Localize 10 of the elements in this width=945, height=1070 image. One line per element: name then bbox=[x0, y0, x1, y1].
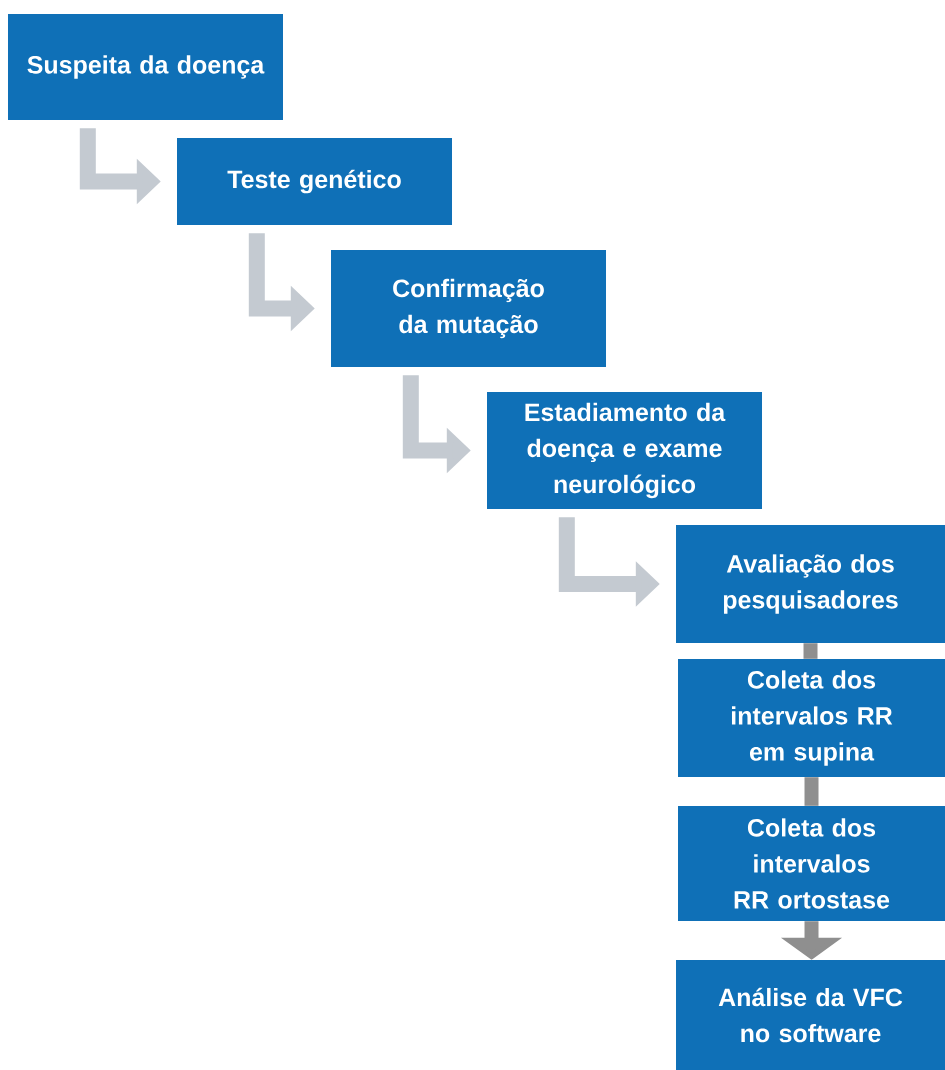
connector-line bbox=[803, 643, 818, 659]
process-box: Suspeita da doença bbox=[8, 14, 283, 120]
process-box: Confirmação da mutação bbox=[331, 250, 606, 367]
process-box: Avaliação dos pesquisadores bbox=[676, 525, 945, 643]
process-box: Teste genético bbox=[177, 138, 452, 225]
connector-line bbox=[804, 777, 819, 806]
process-box: Coleta dos intervalos RR ortostase bbox=[678, 806, 945, 921]
process-box: Análise da VFC no software bbox=[676, 960, 945, 1070]
process-box: Coleta dos intervalos RR em supina bbox=[678, 659, 945, 777]
process-box: Estadiamento da doença e exame neurológico bbox=[487, 392, 762, 509]
